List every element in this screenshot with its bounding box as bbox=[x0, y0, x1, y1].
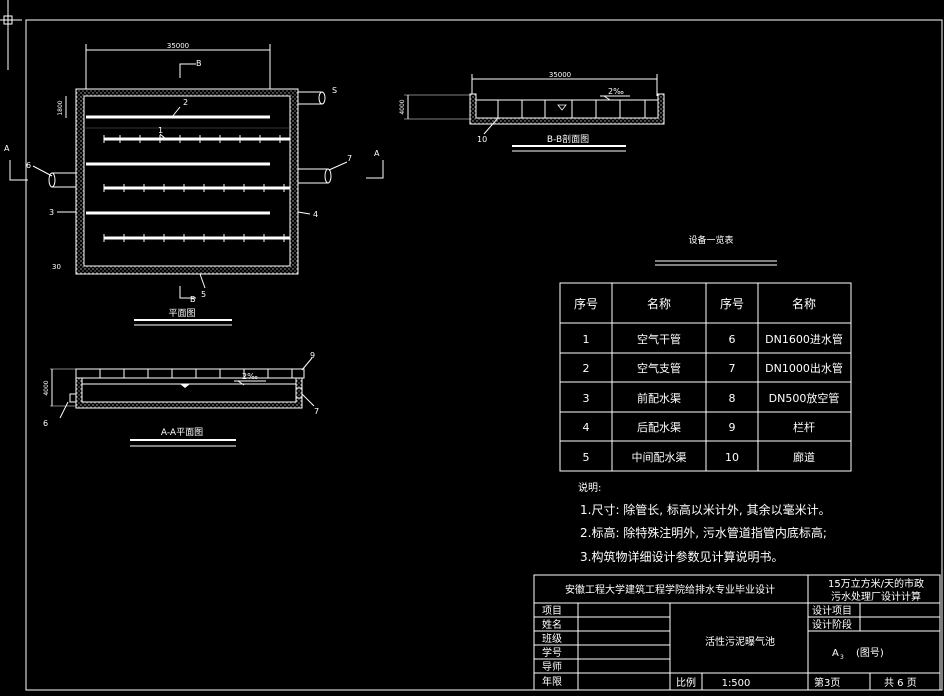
table-header-name-2: 名称 bbox=[792, 296, 816, 311]
bb-callout-10: 10 bbox=[477, 135, 487, 144]
plan-callout-6: 6 bbox=[26, 161, 31, 170]
aa-callout-6: 6 bbox=[43, 419, 48, 428]
aa-title: A-A平面图 bbox=[161, 427, 203, 438]
design-stage-label: 设计阶段 bbox=[812, 618, 852, 631]
table-cell: 空气支管 bbox=[637, 361, 681, 375]
aa-callout-9: 9 bbox=[310, 351, 315, 360]
table-cell: 4 bbox=[583, 421, 590, 434]
sheet-number: 第3页 bbox=[814, 676, 840, 689]
table-cell: 前配水渠 bbox=[637, 391, 681, 405]
plan-side-mark-right: A bbox=[374, 149, 380, 158]
table-cell: 8 bbox=[729, 392, 736, 405]
sheet-border bbox=[25, 19, 943, 691]
plan-callout-7: 7 bbox=[347, 154, 352, 163]
plan-section-mark-top: B bbox=[196, 59, 202, 68]
label-name: 姓名 bbox=[542, 618, 562, 631]
sheet-size-sub: 3 bbox=[840, 654, 844, 661]
table-cell: 7 bbox=[729, 362, 736, 375]
aa-slope: 2‰ bbox=[242, 372, 258, 381]
school-name: 安徽工程大学建筑工程学院给排水专业毕业设计 bbox=[565, 583, 775, 596]
total-sheets: 共 6 页 bbox=[884, 677, 917, 689]
plan-callout-2: 2 bbox=[183, 98, 188, 107]
table-cell: 空气干管 bbox=[637, 332, 681, 346]
table-cell: 3 bbox=[583, 392, 590, 405]
project-line-1: 15万立方米/天的市政 bbox=[828, 577, 924, 590]
bb-dim-top: 35000 bbox=[549, 71, 571, 79]
drawing-number: (图号) bbox=[856, 647, 884, 659]
table-cell: 2 bbox=[583, 362, 590, 375]
title-block: 安徽工程大学建筑工程学院给排水专业毕业设计 15万立方米/天的市政 污水处理厂设… bbox=[533, 574, 941, 691]
section-aa-view: 4000 2‰ 6 7 9 A-A平面图 bbox=[43, 351, 319, 447]
plan-dim-left: 1800 bbox=[57, 100, 64, 115]
note-item-2: 2.标高: 除特殊注明外, 污水管道指管内底标高; bbox=[580, 525, 827, 540]
sheet-size: A bbox=[832, 648, 839, 659]
table-cell: 后配水渠 bbox=[637, 421, 681, 434]
bb-dim-left: 4000 bbox=[399, 99, 406, 114]
plan-side-mark-left: A bbox=[4, 144, 10, 153]
table-cell: 9 bbox=[729, 421, 736, 434]
table-cell: 中间配水渠 bbox=[632, 451, 687, 464]
label-project: 项目 bbox=[542, 605, 562, 617]
label-advisor: 导师 bbox=[542, 660, 562, 673]
scale-label: 比例 bbox=[676, 676, 696, 689]
bb-title: B-B剖面图 bbox=[547, 133, 589, 145]
table-cell: 6 bbox=[729, 333, 736, 346]
drawing-name: 活性污泥曝气池 bbox=[705, 635, 775, 648]
table-header-seq-1: 序号 bbox=[574, 296, 598, 311]
plan-pipe-label-s: S bbox=[332, 86, 337, 95]
plan-title: 平面图 bbox=[168, 308, 195, 319]
equipment-table: 设备一览表 序号 名称 序号 名称 1 空气干管 6 DN1600进水管 2 空… bbox=[559, 234, 852, 472]
note-item-3: 3.构筑物详细设计参数见计算说明书。 bbox=[580, 549, 783, 564]
table-cell: DN1000出水管 bbox=[765, 361, 843, 375]
aa-callout-7: 7 bbox=[314, 407, 319, 416]
notes: 说明: 1.尺寸: 除管长, 标高以米计外, 其余以毫米计。 2.标高: 除特殊… bbox=[578, 481, 831, 564]
table-cell: DN1600进水管 bbox=[765, 332, 843, 346]
plan-view: 35000 B B A A 1800 30 bbox=[4, 42, 384, 326]
scale-value: 1:500 bbox=[722, 678, 751, 689]
aa-dim-left: 4000 bbox=[43, 380, 50, 395]
table-cell: 栏杆 bbox=[793, 420, 815, 434]
plan-callout-3: 3 bbox=[49, 208, 54, 217]
plan-dim-bottom: 30 bbox=[52, 263, 61, 271]
label-student-id: 学号 bbox=[542, 646, 562, 659]
table-cell: 5 bbox=[583, 451, 590, 464]
plan-callout-5: 5 bbox=[201, 290, 206, 299]
table-header-seq-2: 序号 bbox=[720, 296, 744, 311]
table-header-name-1: 名称 bbox=[647, 296, 671, 311]
note-item-1: 1.尺寸: 除管长, 标高以米计外, 其余以毫米计。 bbox=[580, 502, 831, 517]
table-cell: 廊道 bbox=[793, 450, 815, 464]
table-cell: 10 bbox=[725, 451, 739, 464]
plan-section-mark-bottom: B bbox=[190, 295, 196, 304]
design-item-label: 设计项目 bbox=[812, 604, 852, 617]
section-bb-view: 35000 4000 2‰ 10 B-B剖面图 bbox=[399, 71, 665, 152]
equipment-title: 设备一览表 bbox=[688, 234, 733, 246]
crosshair-cursor-icon bbox=[0, 0, 22, 70]
plan-callout-1: 1 bbox=[158, 126, 163, 135]
table-cell: 1 bbox=[583, 333, 590, 346]
table-cell: DN500放空管 bbox=[769, 391, 840, 405]
label-year: 年限 bbox=[542, 675, 562, 688]
plan-callout-4: 4 bbox=[313, 210, 318, 219]
plan-dim-top: 35000 bbox=[167, 42, 189, 50]
label-class: 班级 bbox=[542, 633, 562, 645]
project-line-2: 污水处理厂设计计算 bbox=[831, 590, 921, 603]
notes-heading: 说明: bbox=[578, 481, 601, 494]
bb-slope: 2‰ bbox=[608, 87, 624, 96]
